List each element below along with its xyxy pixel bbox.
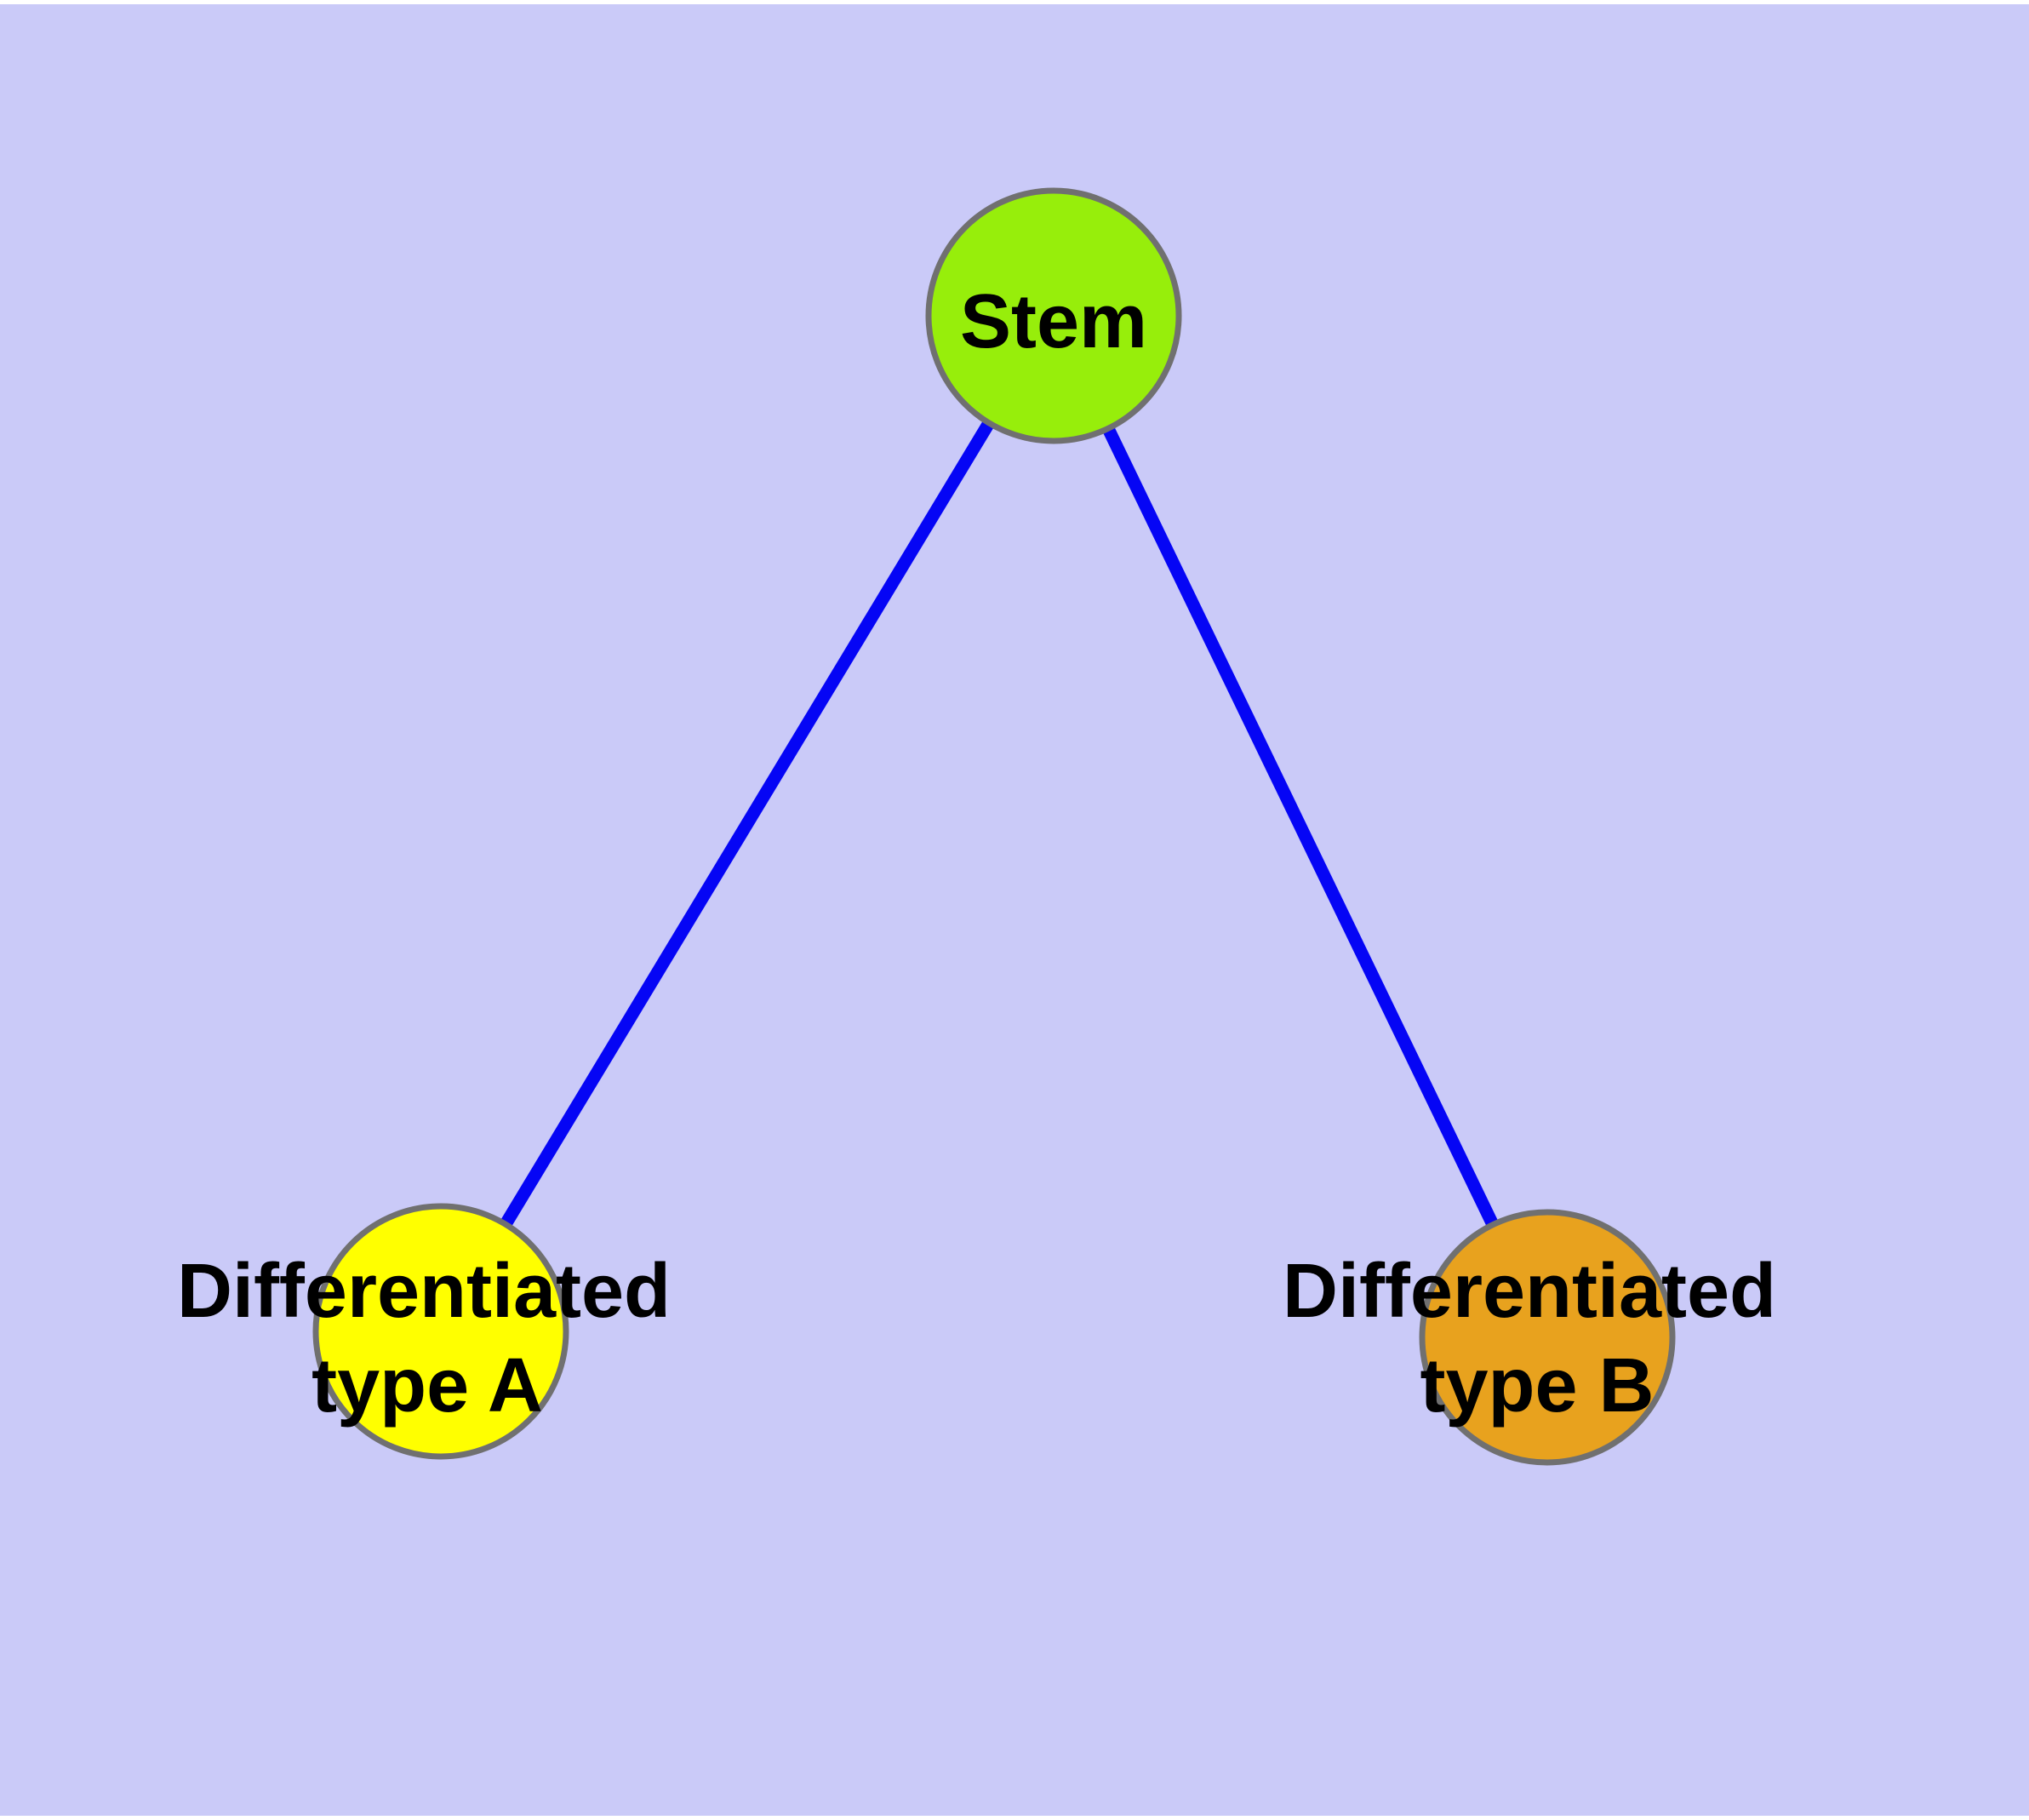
node-label-stem: Stem xyxy=(960,279,1147,364)
node-differentiated-type-b xyxy=(1419,1209,1676,1466)
edge-stem-to-type-a xyxy=(435,312,1060,1335)
node-label-type-a-line2: type A xyxy=(311,1343,543,1428)
node-label-type-b-line1: Differentiated xyxy=(1283,1249,1776,1334)
node-differentiated-type-a xyxy=(312,1203,569,1460)
node-stem xyxy=(925,187,1182,444)
node-label-type-a-line1: Differentiated xyxy=(177,1249,671,1334)
edge-stem-to-type-b xyxy=(1048,312,1553,1341)
node-label-type-b-line2: type B xyxy=(1420,1343,1654,1428)
